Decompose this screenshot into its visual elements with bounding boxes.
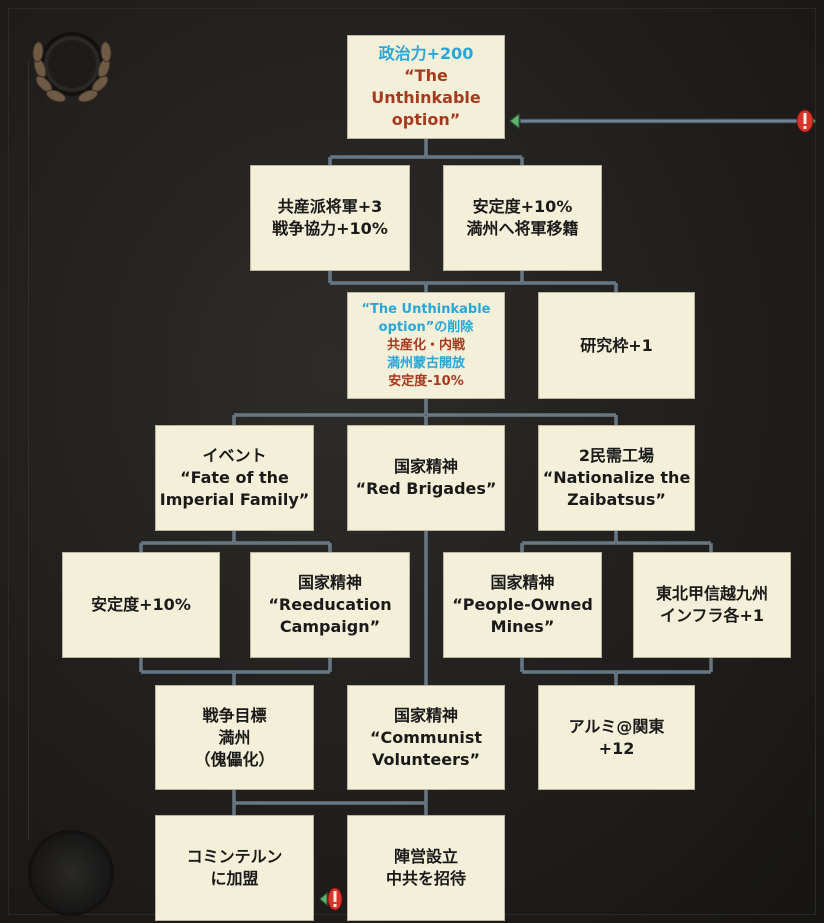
connector-line-inner	[233, 790, 427, 815]
connector-line-inner	[140, 531, 331, 552]
focus-join-comintern[interactable]: コミンテルン に加盟	[155, 815, 314, 921]
focus-communist-generals[interactable]: 共産派将軍+3 戦争協力+10%	[250, 165, 410, 271]
focus-research-slot[interactable]: 研究枠+1	[538, 292, 695, 399]
focus-reeducation-campaign[interactable]: 国家精神 “Reeducation Campaign”	[250, 552, 410, 658]
focus-remove-unthinkable[interactable]: “The Unthinkable option”の削除 共産化・内戦 満州蒙古開…	[347, 292, 505, 399]
focus-stability-manchuria-generals[interactable]: 安定度+10% 満州へ将軍移籍	[443, 165, 602, 271]
focus-red-brigades[interactable]: 国家精神 “Red Brigades”	[347, 425, 505, 531]
focus-fate-imperial-family[interactable]: イベント “Fate of the Imperial Family”	[155, 425, 314, 531]
focus-aluminum-kanto[interactable]: アルミ@関東 +12	[538, 685, 695, 790]
connector-line-inner	[140, 658, 331, 685]
focus-communist-volunteers[interactable]: 国家精神 “Communist Volunteers”	[347, 685, 505, 790]
frame-inner-border	[28, 60, 139, 840]
laurel-wreath-icon	[22, 14, 122, 114]
link-bar	[519, 118, 801, 124]
focus-infrastructure-regions[interactable]: 東北甲信越九州 インフラ各+1	[633, 552, 791, 658]
focus-nationalize-zaibatsus[interactable]: 2民需工場 “Nationalize the Zaibatsus”	[538, 425, 695, 531]
connector-line-inner	[521, 531, 712, 552]
focus-wargoal-manchuria[interactable]: 戦争目標 満州 （傀儡化）	[155, 685, 314, 790]
connector-line	[139, 531, 332, 552]
warning-exclamation-icon[interactable]	[796, 109, 814, 133]
connector-line-inner	[233, 399, 617, 425]
connector-line	[232, 399, 618, 425]
connector-line	[328, 271, 618, 292]
focus-political-power-unthinkable[interactable]: 政治力+200 “The Unthinkable option”	[347, 35, 505, 139]
focus-create-faction-ccp[interactable]: 陣営設立 中共を招待	[347, 815, 505, 921]
warning-exclamation-icon[interactable]	[318, 886, 344, 912]
round-ornament	[28, 830, 114, 916]
green-arrow-left-icon	[509, 112, 520, 130]
mutual-exclusive-link[interactable]	[508, 111, 818, 131]
connector-line-inner	[329, 139, 523, 165]
focus-stability-10[interactable]: 安定度+10%	[62, 552, 220, 658]
focus-people-owned-mines[interactable]: 国家精神 “People-Owned Mines”	[443, 552, 602, 658]
connector-line-inner	[329, 271, 617, 292]
connector-line-inner	[521, 658, 712, 685]
